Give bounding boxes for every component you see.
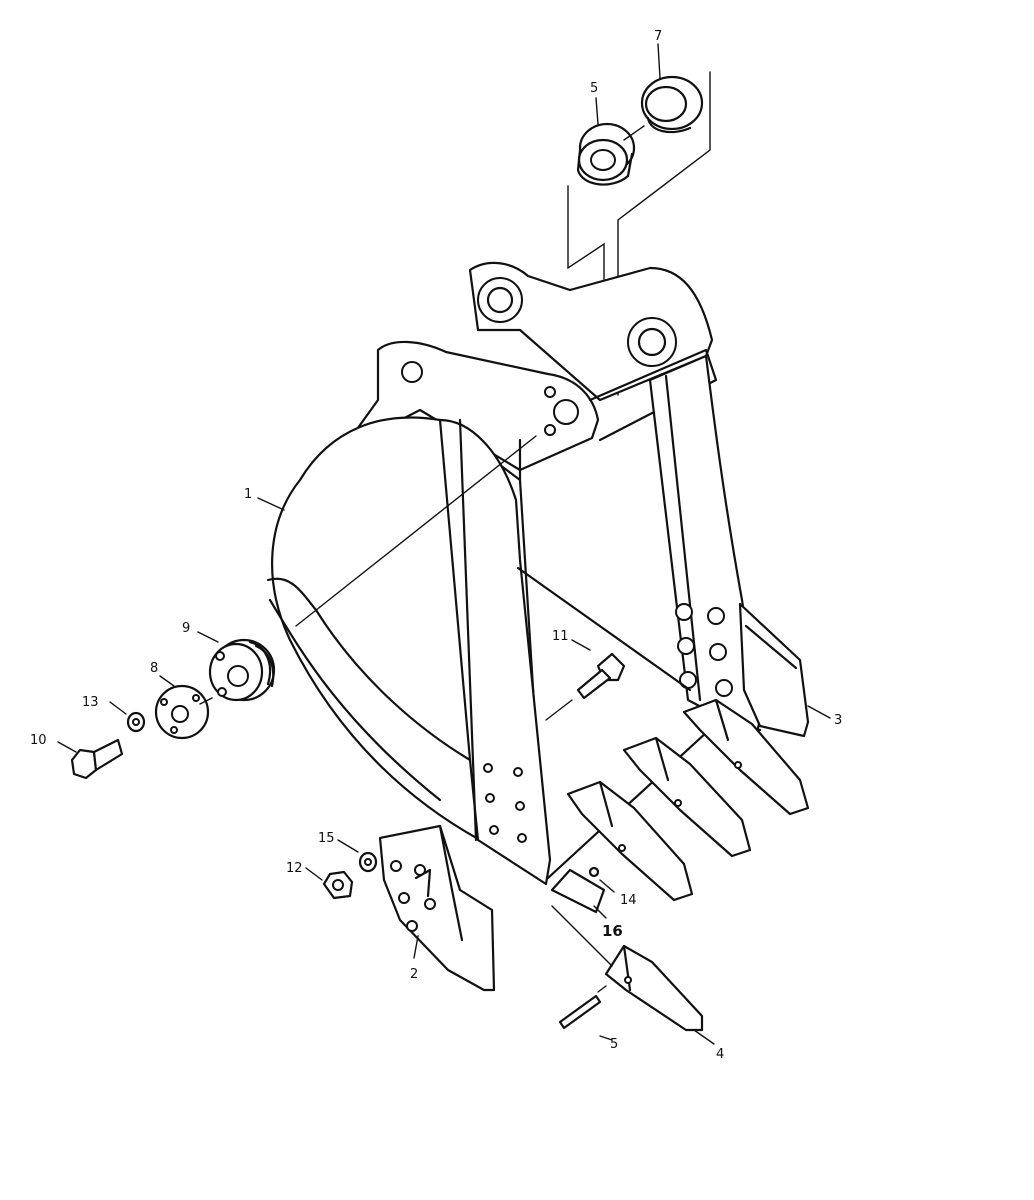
washer-part-13: [126, 711, 146, 733]
side-cutter-part-2: [378, 824, 496, 992]
callout-13: 13: [82, 695, 99, 710]
leader-lines: [57, 43, 831, 1045]
shim-part-9: [208, 638, 276, 702]
callout-7: 7: [654, 29, 662, 44]
side-cutter-part-3: [738, 602, 810, 738]
pin-part-5-lower: [558, 994, 602, 1030]
callout-4: 4: [716, 1047, 724, 1062]
callout-10: 10: [30, 733, 47, 748]
callout-2: 2: [410, 967, 418, 982]
callout-16: 16: [602, 922, 623, 940]
left-parts-guide-line: [199, 697, 213, 705]
tooth-part-4: [604, 944, 704, 1032]
callout-14: 14: [620, 893, 637, 908]
bucket-body-part-1: [266, 261, 762, 886]
callout-5-upper: 5: [590, 81, 598, 96]
bolt-part-11: [576, 652, 626, 700]
bolt-part-10: [70, 738, 124, 780]
plate-part-8: [154, 684, 210, 740]
callout-15: 15: [318, 831, 335, 846]
callout-1: 1: [244, 487, 252, 502]
bushing-part-7: [640, 75, 704, 134]
nut-part-12: [322, 870, 354, 900]
callout-8: 8: [150, 661, 158, 676]
tooth-guide-lines: [551, 905, 613, 993]
bushing-part-5-upper: [576, 122, 636, 186]
callout-12: 12: [286, 861, 303, 876]
washer-part-15: [358, 851, 378, 873]
callout-9: 9: [182, 621, 190, 636]
callout-5-lower: 5: [610, 1037, 618, 1052]
callout-3: 3: [834, 713, 842, 728]
callout-labels: 1 2 3 4 5 5 7 8 9 10 11 12 13 14 15 16: [30, 29, 842, 1062]
callout-11: 11: [552, 629, 569, 644]
teeth-row: [550, 698, 810, 914]
